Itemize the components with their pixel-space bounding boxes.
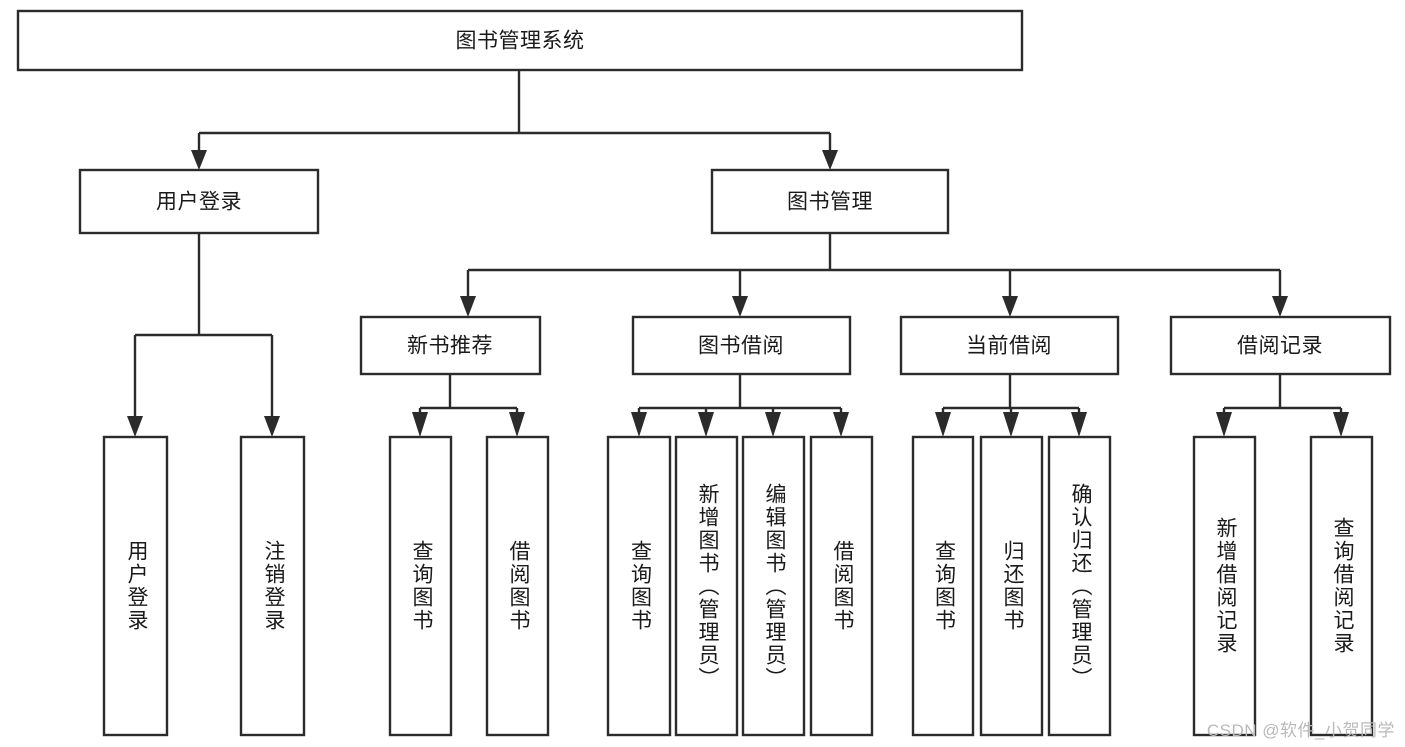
arrow-to-leaf-borrow-book-2 (833, 412, 849, 437)
arrow-to-leaf-return-book (1003, 412, 1019, 437)
arrow-to-leaf-query-record (1333, 412, 1349, 437)
arrow-to-leaf-borrow-book-1 (509, 412, 525, 437)
node-box-leaf-borrow-book-2[interactable] (809, 435, 874, 737)
node-box-new-book-rec[interactable] (359, 315, 542, 376)
node-label-root: 图书管理系统 (456, 30, 585, 53)
node-box-leaf-user-login[interactable] (102, 435, 169, 737)
node-box-leaf-query-book-3[interactable] (911, 435, 975, 737)
node-box-root[interactable] (16, 9, 1024, 72)
node-label-current-borrow: 当前借阅 (966, 335, 1052, 358)
node-box-leaf-confirm-return[interactable] (1047, 435, 1112, 737)
arrow-to-borrow-record (1272, 296, 1288, 317)
arrow-to-leaf-query-book-3 (935, 412, 951, 437)
arrow-to-book-manage (822, 150, 838, 170)
node-box-leaf-borrow-book-1[interactable] (485, 435, 550, 737)
connector-layer (127, 70, 1349, 437)
node-label-borrow-record: 借阅记录 (1237, 335, 1323, 358)
horizontal-label-layer: 图书管理系统 用户登录 图书管理 新书推荐 图书借阅 当前借阅 借阅记录 (156, 30, 1323, 358)
arrow-to-leaf-add-book (698, 412, 714, 437)
node-box-leaf-query-record[interactable] (1309, 435, 1374, 737)
arrow-to-leaf-user-login (127, 416, 143, 437)
node-box-borrow-record[interactable] (1169, 315, 1392, 376)
node-box-leaf-logout[interactable] (239, 435, 306, 737)
arrow-to-leaf-query-book-2 (631, 412, 647, 437)
arrow-to-user-login (191, 150, 207, 170)
node-label-user-login: 用户登录 (156, 191, 242, 214)
arrow-to-book-borrow (732, 296, 748, 317)
node-box-current-borrow[interactable] (899, 315, 1120, 376)
node-layer (16, 9, 1392, 737)
arrow-to-new-book-rec (460, 296, 476, 317)
node-box-book-manage[interactable] (710, 168, 950, 235)
arrow-to-leaf-edit-book (765, 412, 781, 437)
arrow-to-leaf-add-record (1216, 412, 1232, 437)
node-label-book-manage: 图书管理 (787, 191, 873, 214)
node-box-leaf-add-record[interactable] (1192, 435, 1257, 737)
node-box-leaf-edit-book[interactable] (741, 435, 806, 737)
node-label-book-borrow: 图书借阅 (698, 335, 784, 358)
arrow-to-leaf-logout (264, 416, 280, 437)
arrow-to-leaf-query-book-1 (412, 412, 428, 437)
node-box-leaf-add-book[interactable] (674, 435, 739, 737)
arrow-to-leaf-confirm-return (1071, 412, 1087, 437)
node-box-leaf-return-book[interactable] (979, 435, 1044, 737)
node-box-user-login[interactable] (78, 168, 320, 235)
arrow-to-current-borrow (1002, 296, 1018, 317)
node-box-book-borrow[interactable] (631, 315, 852, 376)
watermark: CSDN @软件_小贺同学 (1206, 721, 1395, 740)
node-box-leaf-query-book-2[interactable] (606, 435, 672, 737)
node-box-leaf-query-book-1[interactable] (388, 435, 453, 737)
node-label-new-book-rec: 新书推荐 (407, 335, 493, 358)
